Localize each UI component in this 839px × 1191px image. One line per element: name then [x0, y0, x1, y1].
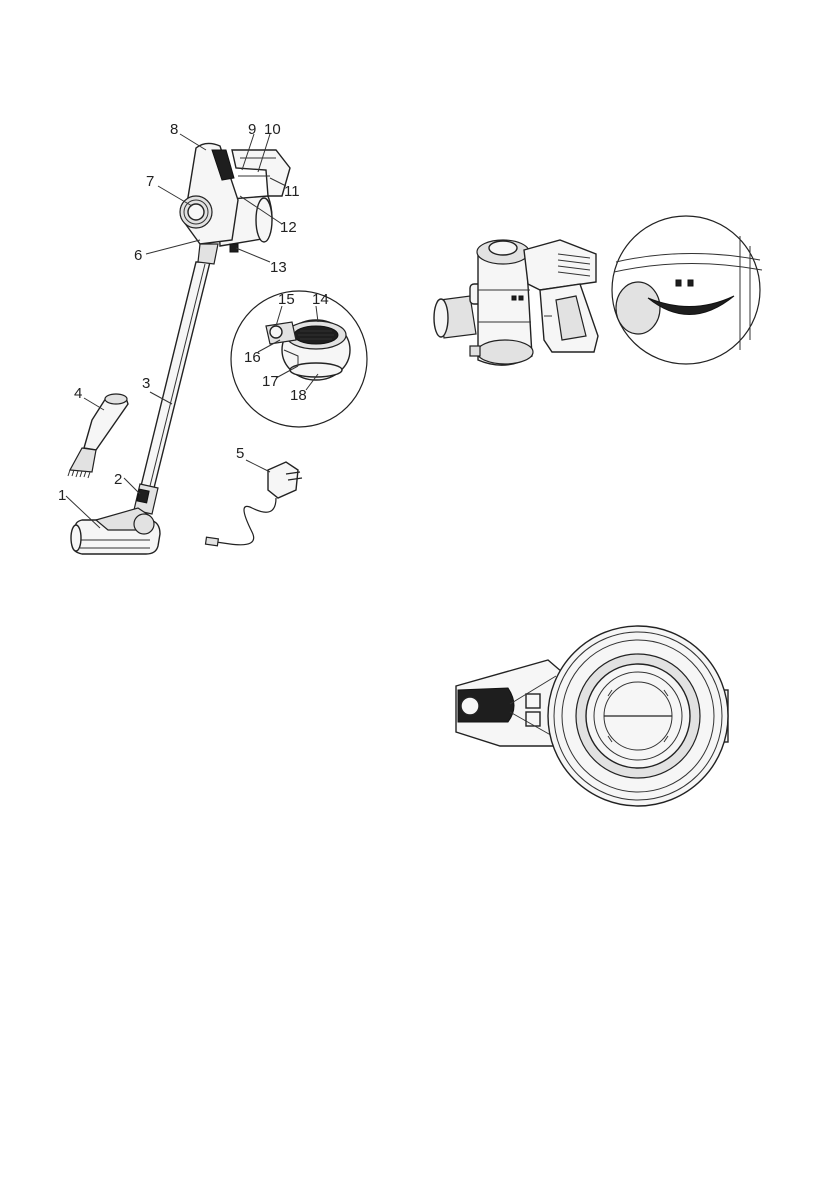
callout-3: 3: [142, 375, 150, 392]
callout-5: 5: [236, 445, 244, 462]
callout-6: 6: [134, 247, 142, 264]
extension-tube-illustration: [141, 262, 210, 488]
callout-7: 7: [146, 173, 154, 190]
callout-8: 8: [170, 121, 178, 138]
callout-18: 18: [290, 387, 307, 404]
callout-16: 16: [244, 349, 261, 366]
callout-12: 12: [280, 219, 297, 236]
callout-10: 10: [264, 121, 281, 138]
callout-11: 11: [284, 183, 300, 200]
dust-bin-top-view-figure: [456, 626, 728, 806]
callout-9: 9: [248, 121, 256, 138]
floor-brush-illustration: [71, 508, 160, 554]
latch-zoom-inset: [612, 216, 762, 364]
callout-1: 1: [58, 487, 66, 504]
callout-14: 14: [312, 291, 329, 308]
handheld-unit-illustration: [180, 143, 290, 264]
callout-15: 15: [278, 291, 295, 308]
callout-17: 17: [262, 373, 279, 390]
vacuum-assembly-figure: 1 2 3 4 5 6 7 8 9 10 11 12 13 14 15 16 1…: [58, 121, 367, 554]
callout-2: 2: [114, 471, 122, 488]
callout-4: 4: [74, 385, 82, 402]
charger-illustration: [206, 462, 302, 546]
callout-13: 13: [270, 259, 287, 276]
handheld-side-view-figure: [434, 216, 762, 365]
